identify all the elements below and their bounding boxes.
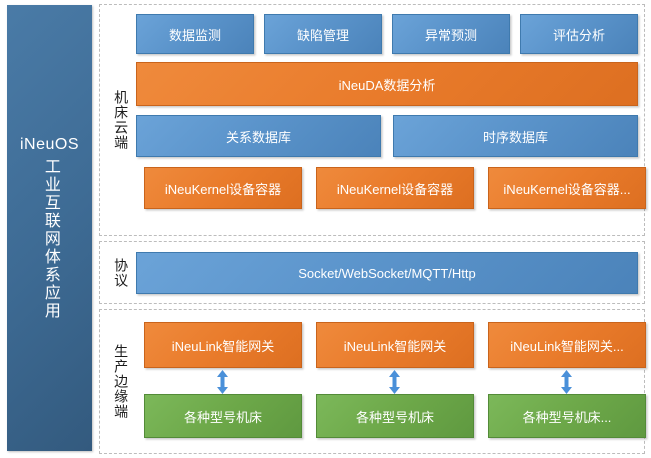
gateway-label: iNeuLink智能网关...	[510, 338, 624, 354]
bidirectional-arrow-icon	[389, 370, 400, 394]
kernel-container-label: iNeuKernel设备容器...	[503, 181, 631, 197]
kernel-container-box-2[interactable]: iNeuKernel设备容器	[316, 167, 474, 209]
app-box-label: 数据监测	[168, 27, 221, 43]
section-body-protocol: Socket/WebSocket/MQTT/Http	[136, 242, 638, 303]
section-label-machine-cloud: 机床云端	[113, 90, 130, 150]
database-box-relational[interactable]: 关系数据库	[136, 115, 381, 157]
machine-box-3[interactable]: 各种型号机床...	[488, 394, 646, 438]
section-machine-cloud: 机床云端 数据监测 缺陷管理 异常预测 评估分析 iNeuDA数据分析 关系数据…	[99, 4, 646, 236]
app-box-defect-management[interactable]: 缺陷管理	[264, 14, 382, 54]
section-production-edge: 生产边缘端 iNeuLink智能网关 各种型号机床 iNeuLink智能网关 各…	[99, 309, 646, 454]
brand-name: iNeuOS	[19, 136, 80, 153]
section-protocol: 协议 Socket/WebSocket/MQTT/Http	[99, 241, 645, 304]
gateway-box-3[interactable]: iNeuLink智能网关...	[488, 322, 646, 368]
app-box-label: 异常预测	[424, 27, 477, 43]
machine-label: 各种型号机床...	[522, 409, 612, 425]
protocol-bar-label: Socket/WebSocket/MQTT/Http	[298, 265, 476, 281]
product-vertical-title: 工业互联网体系应用	[41, 158, 59, 320]
database-box-label: 关系数据库	[225, 129, 291, 145]
app-box-label: 评估分析	[552, 27, 605, 43]
section-label-production-edge: 生产边缘端	[113, 344, 130, 419]
product-title-panel: iNeuOS 工业互联网体系应用	[7, 5, 92, 451]
kernel-container-box-1[interactable]: iNeuKernel设备容器	[144, 167, 302, 209]
app-box-data-monitoring[interactable]: 数据监测	[136, 14, 254, 54]
gateway-box-2[interactable]: iNeuLink智能网关	[316, 322, 474, 368]
ineuda-analysis-bar[interactable]: iNeuDA数据分析	[136, 62, 638, 106]
protocol-bar[interactable]: Socket/WebSocket/MQTT/Http	[136, 252, 638, 294]
gateway-label: iNeuLink智能网关	[343, 338, 447, 354]
machine-box-1[interactable]: 各种型号机床	[144, 394, 302, 438]
machine-label: 各种型号机床	[355, 409, 434, 425]
section-body-machine-cloud: 数据监测 缺陷管理 异常预测 评估分析 iNeuDA数据分析 关系数据库 时序数…	[136, 5, 646, 235]
ineuda-analysis-label: iNeuDA数据分析	[338, 77, 436, 93]
kernel-container-box-3[interactable]: iNeuKernel设备容器...	[488, 167, 646, 209]
bidirectional-arrow-icon	[561, 370, 572, 394]
section-label-protocol: 协议	[113, 257, 130, 288]
bidirectional-arrow-icon	[217, 370, 228, 394]
kernel-container-label: iNeuKernel设备容器	[336, 181, 454, 197]
section-body-production-edge: iNeuLink智能网关 各种型号机床 iNeuLink智能网关 各种型号机床 …	[136, 310, 646, 453]
database-box-label: 时序数据库	[482, 129, 548, 145]
kernel-container-label: iNeuKernel设备容器	[164, 181, 282, 197]
app-box-anomaly-prediction[interactable]: 异常预测	[392, 14, 510, 54]
gateway-label: iNeuLink智能网关	[171, 338, 275, 354]
database-box-timeseries[interactable]: 时序数据库	[393, 115, 638, 157]
machine-box-2[interactable]: 各种型号机床	[316, 394, 474, 438]
app-box-label: 缺陷管理	[296, 27, 349, 43]
gateway-box-1[interactable]: iNeuLink智能网关	[144, 322, 302, 368]
machine-label: 各种型号机床	[183, 409, 262, 425]
app-box-assessment-analysis[interactable]: 评估分析	[520, 14, 638, 54]
